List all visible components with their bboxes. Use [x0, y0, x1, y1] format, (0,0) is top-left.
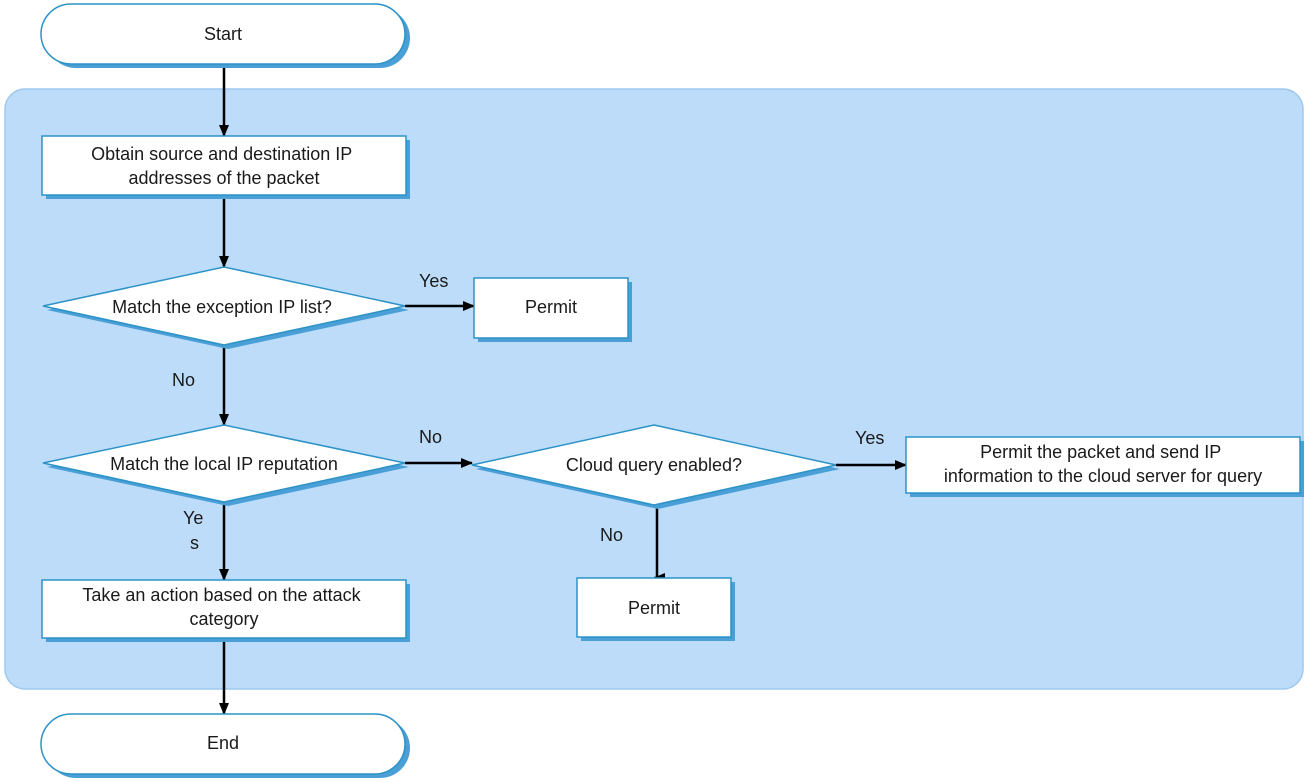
label-cloud-no: No [600, 525, 623, 545]
local-decision-node: Match the local IP reputation [42, 424, 409, 506]
permit-exception-label: Permit [525, 297, 577, 317]
action-line-1: Take an action based on the attack [82, 585, 361, 605]
cloud-decision-label: Cloud query enabled? [566, 455, 742, 475]
edge-labels: Yes No No Ye s Yes No [172, 271, 884, 553]
obtain-line-1: Obtain source and destination IP [91, 144, 352, 164]
exception-decision-label: Match the exception IP list? [112, 297, 332, 317]
permit-cloud-no-label: Permit [628, 598, 680, 618]
local-decision-label: Match the local IP reputation [110, 454, 338, 474]
svg-text:Permit the packet and send IP: Permit the packet and send IP informatio… [944, 442, 1262, 486]
start-label: Start [204, 24, 242, 44]
cloud-permit-line-2: information to the cloud server for quer… [944, 466, 1262, 486]
permit-exception-node: Permit [473, 277, 632, 342]
label-exception-yes: Yes [419, 271, 448, 291]
cloud-decision-node: Cloud query enabled? [471, 424, 840, 509]
exception-decision-node: Match the exception IP list? [42, 266, 409, 349]
obtain-line-2: addresses of the packet [128, 168, 319, 188]
label-local-no: No [419, 427, 442, 447]
action-node: Take an action based on the attack categ… [41, 579, 410, 642]
label-local-yes-2: s [190, 533, 199, 553]
process-panel [4, 88, 1304, 690]
label-exception-no: No [172, 370, 195, 390]
svg-text:Obtain source and destination: Obtain source and destination IP address… [91, 144, 357, 188]
permit-cloud-no-node: Permit [576, 577, 735, 641]
cloud-permit-node: Permit the packet and send IP informatio… [905, 436, 1304, 497]
end-label: End [207, 733, 239, 753]
obtain-ip-node: Obtain source and destination IP address… [41, 135, 410, 199]
start-node: Start [40, 3, 410, 68]
label-local-yes-1: Ye [183, 508, 203, 528]
end-node: End [40, 713, 410, 778]
svg-text:Ye s: Ye s [183, 508, 208, 553]
cloud-permit-line-1: Permit the packet and send IP [980, 442, 1221, 462]
svg-text:Take an action based on the at: Take an action based on the attack categ… [82, 585, 365, 629]
action-line-2: category [189, 609, 258, 629]
label-cloud-yes: Yes [855, 428, 884, 448]
